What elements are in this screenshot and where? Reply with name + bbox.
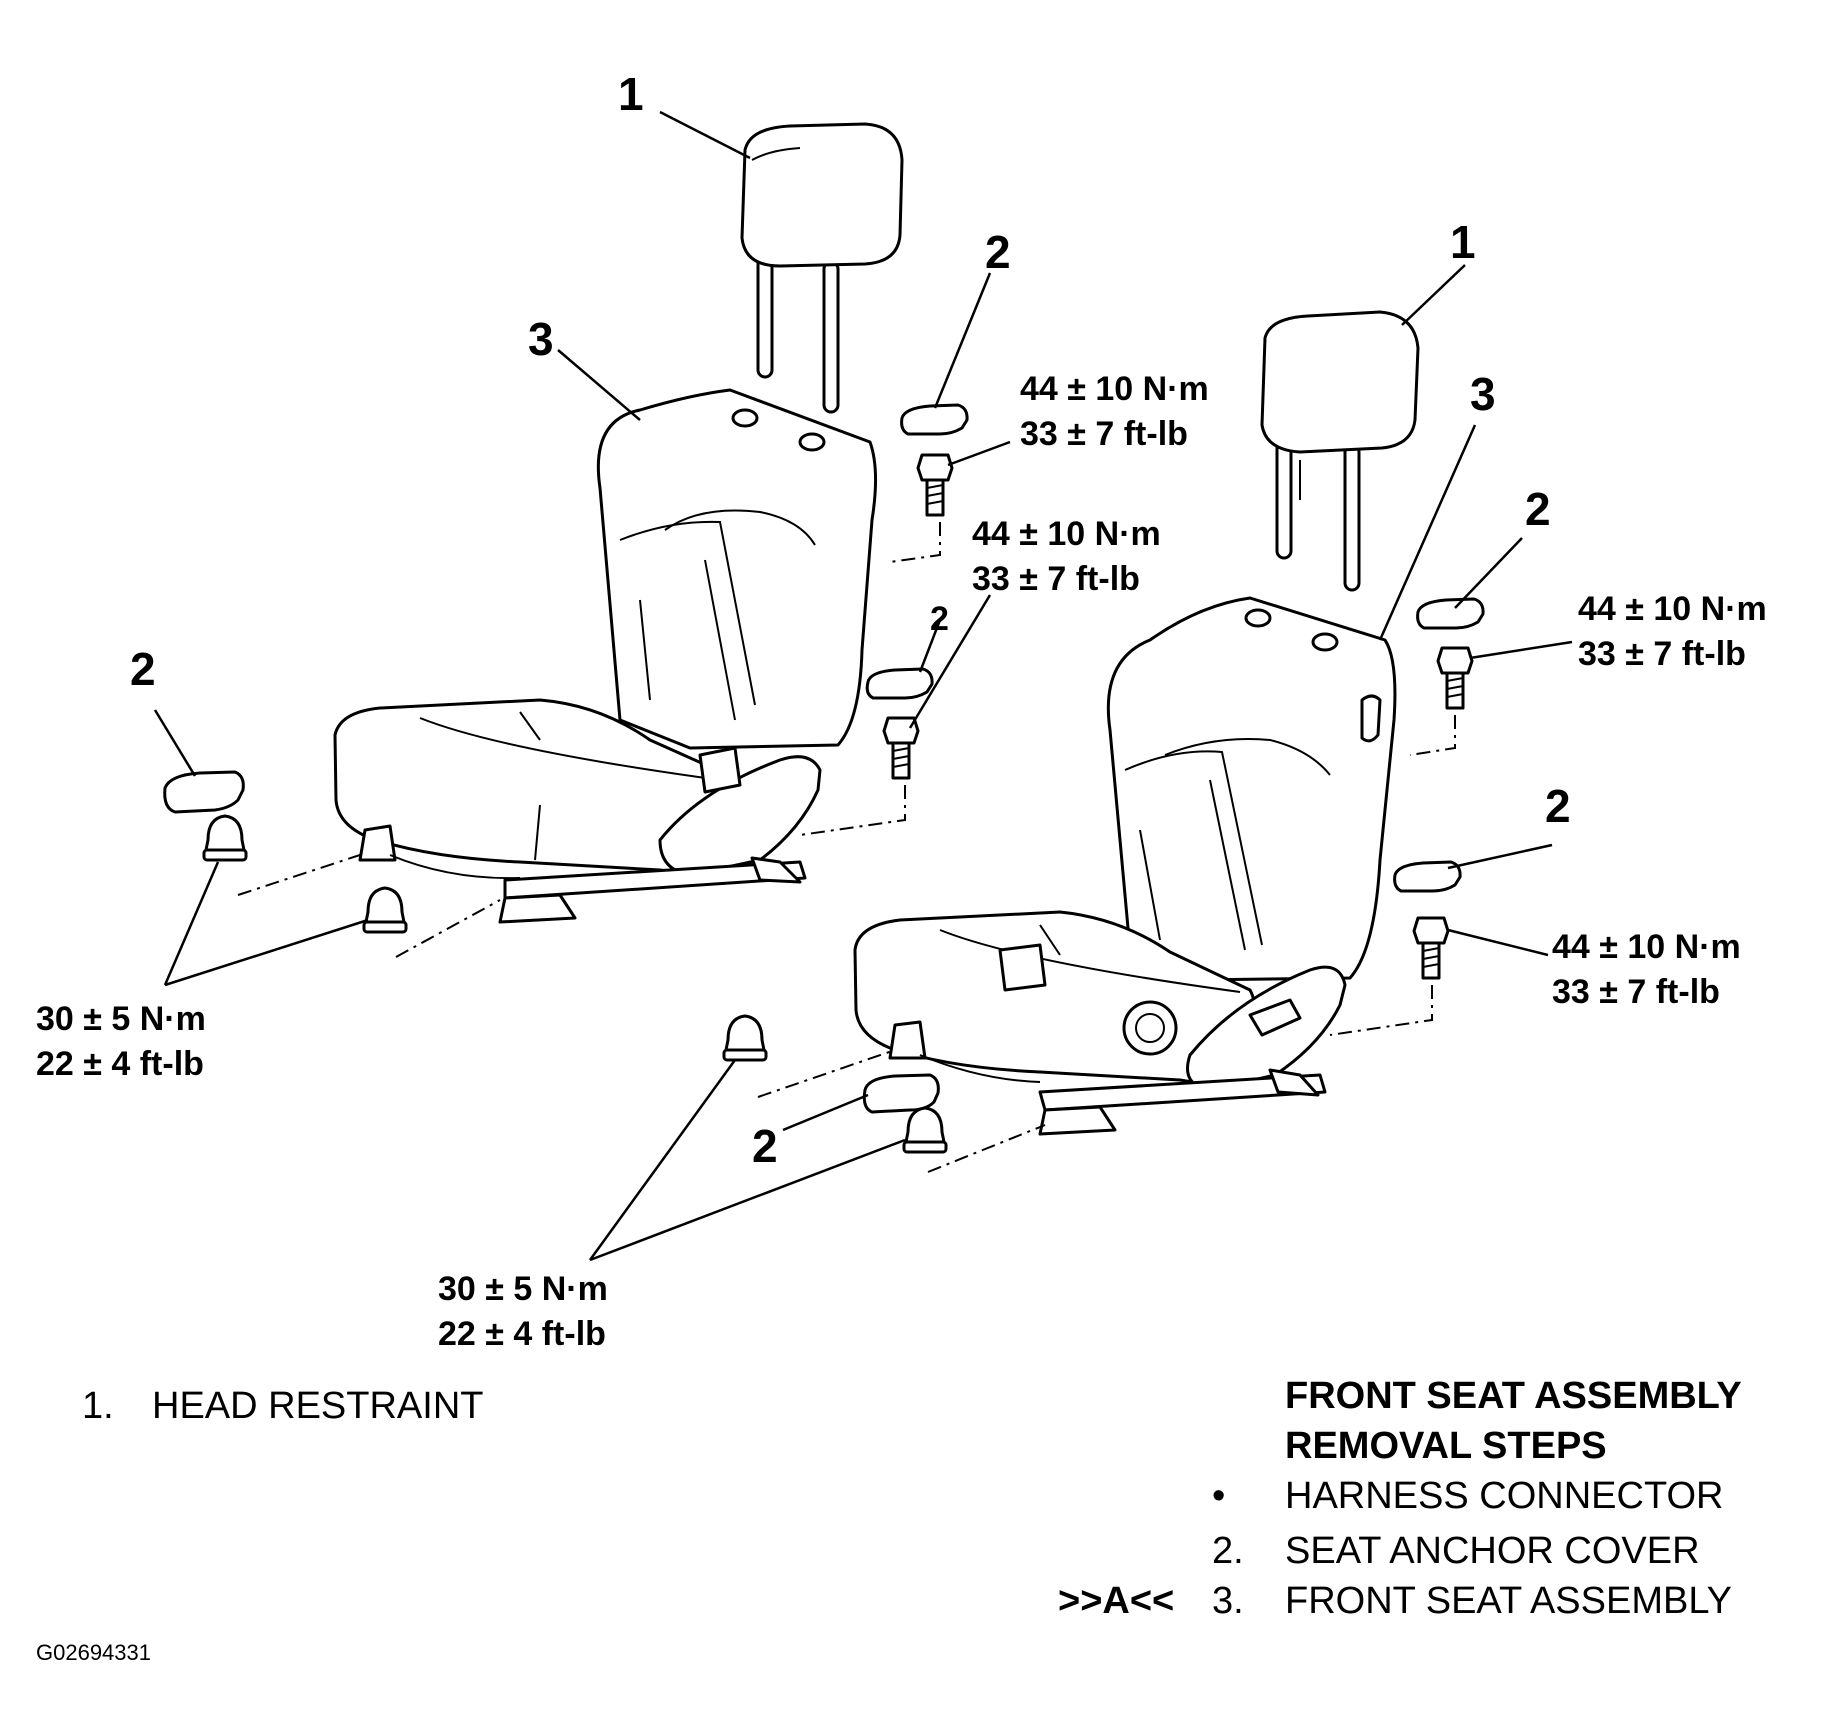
right-callout-anchor-cover-top: 2	[1525, 483, 1551, 535]
left-anchor-cover-mid	[865, 667, 934, 700]
right-bolt-top	[1436, 646, 1474, 710]
right-seat-assembly	[722, 310, 1485, 1173]
torque-right-front-imperial: 22 ± 4 ft-lb	[438, 1315, 606, 1353]
left-nut-2	[362, 886, 408, 934]
legend-title-line2: REMOVAL STEPS	[1285, 1425, 1607, 1467]
torque-right-mid-imperial: 33 ± 7 ft-lb	[1552, 973, 1720, 1011]
torque-specs: 44 ± 10 N·m 33 ± 7 ft-lb 44 ± 10 N·m 33 …	[36, 370, 1767, 1353]
torque-left-front-imperial: 22 ± 4 ft-lb	[36, 1045, 204, 1083]
torque-left-mid-imperial: 33 ± 7 ft-lb	[972, 560, 1140, 598]
callout-numbers: 1 3 2 2 2 1 3 2 2 2	[130, 68, 1571, 1172]
right-seat-rail	[888, 965, 1347, 1136]
leader-lines	[153, 110, 1573, 1262]
left-callout-anchor-cover-front: 2	[130, 643, 156, 695]
right-nut-1	[722, 1014, 768, 1062]
right-nut-2	[902, 1106, 948, 1154]
torque-left-mid-metric: 44 ± 10 N·m	[972, 515, 1161, 553]
left-seat-back	[596, 388, 878, 750]
torque-left-front-metric: 30 ± 5 N·m	[36, 1000, 206, 1038]
left-callout-anchor-cover-top: 2	[985, 226, 1011, 278]
torque-right-top-metric: 44 ± 10 N·m	[1578, 590, 1767, 628]
left-nut-1	[202, 814, 248, 862]
left-bolt-mid	[882, 716, 920, 780]
left-seat-rail	[358, 746, 822, 924]
torque-left-top-metric: 44 ± 10 N·m	[1020, 370, 1209, 408]
left-bolt-top	[916, 453, 954, 517]
right-callout-head-restraint: 1	[1450, 216, 1476, 268]
left-anchor-cover-top	[900, 403, 969, 436]
torque-right-front-metric: 30 ± 5 N·m	[438, 1270, 608, 1308]
right-seat-back	[1106, 596, 1397, 982]
step-1-number: •	[1212, 1475, 1226, 1517]
torque-right-mid-metric: 44 ± 10 N·m	[1552, 928, 1741, 966]
step-3-label: FRONT SEAT ASSEMBLY	[1285, 1580, 1732, 1622]
step-2-number: 2.	[1212, 1530, 1244, 1572]
step-3-marker: >>A<<	[1058, 1580, 1175, 1622]
left-callout-head-restraint: 1	[618, 68, 644, 120]
right-anchor-cover-top	[1416, 597, 1485, 630]
legend-item-number: 1.	[82, 1385, 114, 1427]
figure-id: G02694331	[36, 1640, 151, 1665]
right-head-restraint	[1260, 310, 1420, 592]
right-anchor-cover-front	[862, 1073, 940, 1114]
left-anchor-cover-front	[163, 770, 245, 814]
step-1-label: HARNESS CONNECTOR	[1285, 1475, 1724, 1517]
torque-left-top-imperial: 33 ± 7 ft-lb	[1020, 415, 1188, 453]
right-callout-anchor-cover-front: 2	[752, 1120, 778, 1172]
left-callout-seat-assembly: 3	[528, 313, 554, 365]
right-anchor-cover-mid	[1393, 860, 1462, 893]
left-callout-anchor-cover-mid: 2	[930, 600, 949, 638]
right-callout-anchor-cover-mid: 2	[1545, 780, 1571, 832]
left-head-restraint	[740, 122, 904, 414]
torque-right-top-imperial: 33 ± 7 ft-lb	[1578, 635, 1746, 673]
right-callout-seat-assembly: 3	[1470, 368, 1496, 420]
step-2-label: SEAT ANCHOR COVER	[1285, 1530, 1700, 1572]
step-3-number: 3.	[1212, 1580, 1244, 1622]
legend-title-line1: FRONT SEAT ASSEMBLY	[1285, 1375, 1742, 1417]
legend-item-label: HEAD RESTRAINT	[152, 1385, 484, 1427]
left-seat-assembly	[163, 122, 969, 958]
right-bolt-mid	[1412, 916, 1450, 980]
